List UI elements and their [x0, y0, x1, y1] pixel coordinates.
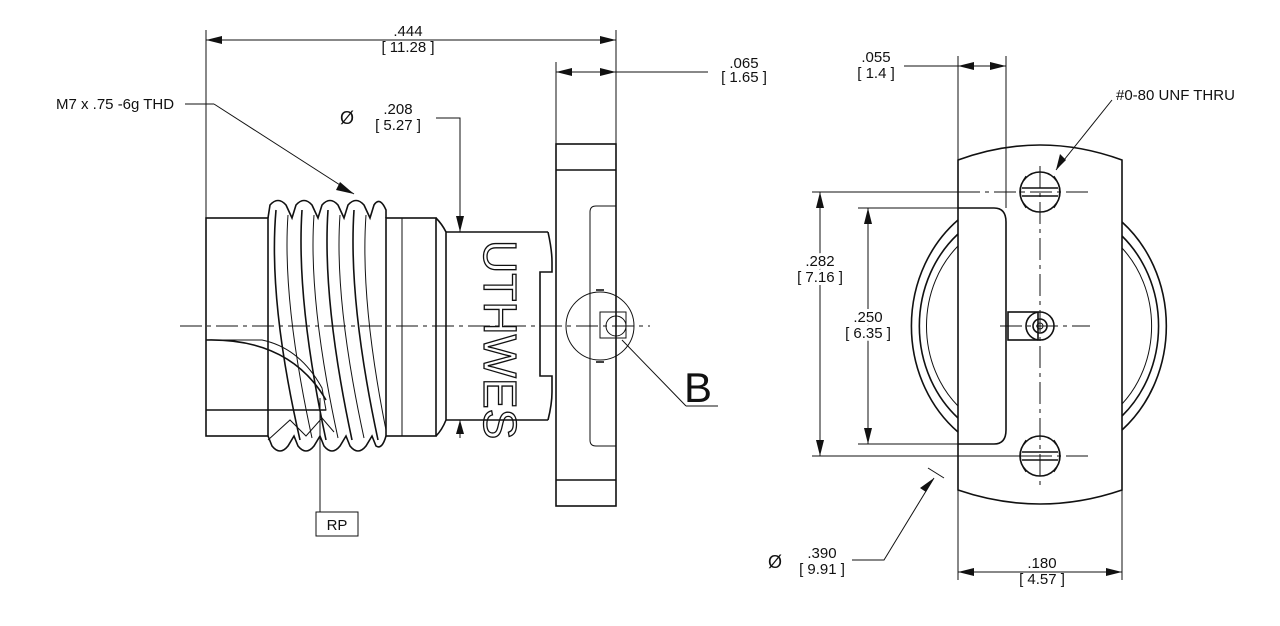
dim-offset: .055 [ 1.4 ] — [857, 49, 1007, 208]
detail-b-callout: B — [621, 339, 718, 411]
offset-mm: [ 1.4 ] — [857, 65, 895, 82]
hole-callout-text: #0-80 UNF THRU — [1116, 87, 1235, 104]
dim-outer-height: .282 [ 7.16 ] — [794, 191, 1040, 457]
section-ref-text: RP — [327, 517, 348, 534]
inner-height-in: .250 — [853, 309, 882, 326]
end-view: .055 [ 1.4 ] #0-80 UNF THRU .282 [ 7.16 … — [768, 49, 1235, 588]
section-ref: RP — [315, 398, 359, 537]
neck-diameter-symbol: Ø — [340, 108, 354, 128]
width-mm: [ 4.57 ] — [1019, 571, 1065, 588]
dim-flange-thickness: .065 [ 1.65 ] — [555, 55, 767, 144]
flange-thickness-mm: [ 1.65 ] — [721, 69, 767, 86]
hole-callout: #0-80 UNF THRU — [1055, 87, 1235, 171]
flange — [555, 143, 635, 507]
thread-callout: M7 x .75 -6g THD — [56, 96, 355, 195]
inner-height-mm: [ 6.35 ] — [845, 325, 891, 342]
neck-diameter-in: .208 — [383, 101, 412, 118]
detail-label: B — [684, 364, 712, 411]
overall-length-mm: [ 11.28 ] — [381, 39, 434, 56]
raised-pad — [958, 207, 1007, 445]
threaded-section — [267, 199, 387, 452]
outer-diameter-symbol: Ø — [768, 552, 782, 572]
side-view: UTHWES .444 [ 11.28 ] — [56, 23, 767, 537]
coupling-rings — [910, 219, 1168, 433]
outer-height-in: .282 — [805, 253, 834, 270]
dim-inner-height: .250 [ 6.35 ] — [842, 207, 958, 445]
shoulder-block — [205, 217, 327, 437]
dim-neck-diameter: Ø .208 [ 5.27 ] — [340, 101, 464, 438]
thread-callout-text: M7 x .75 -6g THD — [56, 96, 174, 113]
offset-in: .055 — [861, 49, 890, 66]
outer-diameter-in: .390 — [807, 545, 836, 562]
neck-diameter-mm: [ 5.27 ] — [375, 117, 421, 134]
dim-outer-diameter: Ø .390 [ 9.91 ] — [768, 467, 945, 578]
dim-width: .180 [ 4.57 ] — [957, 490, 1123, 588]
overall-length-in: .444 — [393, 23, 422, 40]
outer-height-mm: [ 7.16 ] — [797, 269, 843, 286]
collar — [385, 217, 447, 437]
neck: UTHWES — [446, 231, 553, 440]
outer-diameter-mm: [ 9.91 ] — [799, 561, 845, 578]
body-marking: UTHWES — [474, 240, 526, 439]
dim-overall-length: .444 [ 11.28 ] — [205, 23, 617, 218]
flange-thickness-in: .065 — [729, 55, 758, 72]
width-in: .180 — [1027, 555, 1056, 572]
